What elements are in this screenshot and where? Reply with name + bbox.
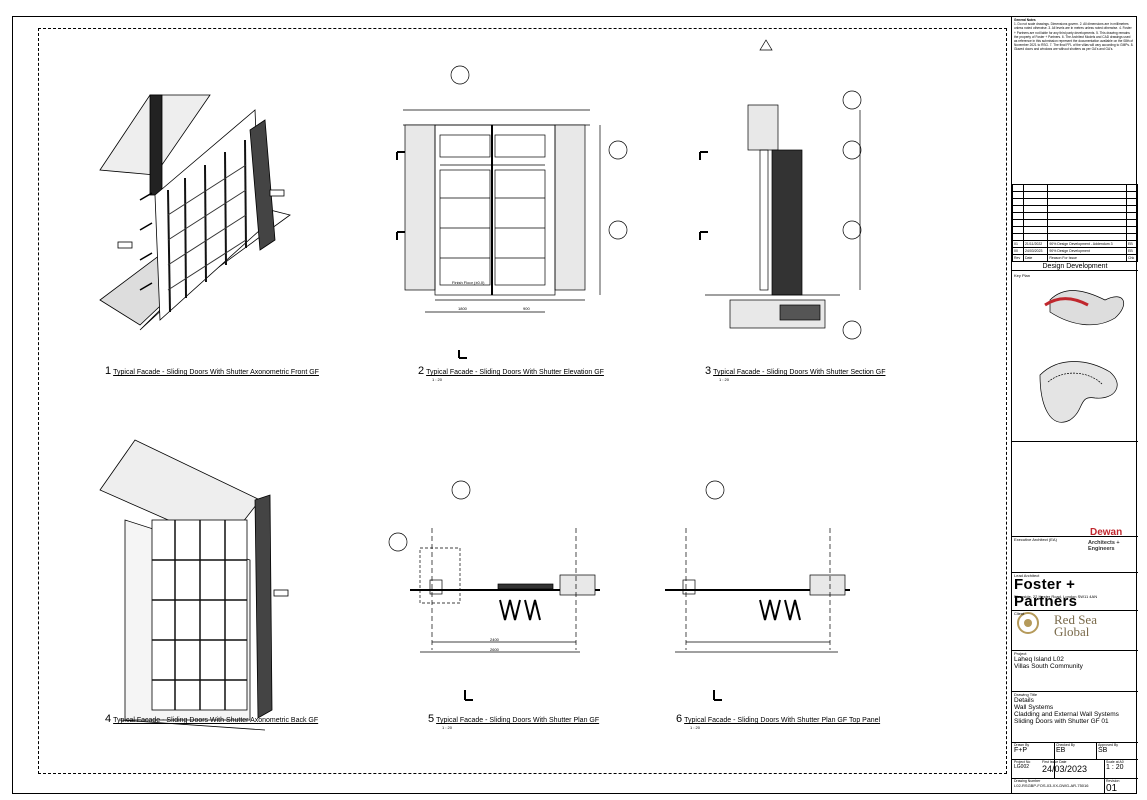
- caption-number: 5: [428, 713, 435, 725]
- drawing-5-plan: [388, 480, 600, 701]
- divider: [1012, 742, 1138, 743]
- drawing-6-plan-top: [665, 480, 850, 701]
- project-name: Laheq Island L02 Villas South Community: [1014, 656, 1083, 670]
- caption-number: 6: [676, 713, 683, 725]
- foster-address: Riverside, 22 Hester Road, London SW11 4…: [1014, 594, 1098, 599]
- divider: [1012, 691, 1138, 692]
- revision-table: 01 21/11/2022 90% Design Development - A…: [1012, 184, 1138, 262]
- drawing-title: Details Wall Systems Cladding and Extern…: [1014, 697, 1119, 725]
- caption-number: 3: [705, 365, 712, 377]
- drawing-2-elevation: [396, 65, 628, 359]
- caption-title: Typical Facade - Sliding Doors With Shut…: [426, 369, 604, 376]
- executive-architect-label: Executive Architect (EA): [1014, 537, 1057, 542]
- revision-row: 01 21/11/2022 90% Design Development - A…: [1012, 240, 1138, 248]
- divider: [1012, 759, 1138, 760]
- caption-scale: 1 : 20: [719, 377, 730, 382]
- caption-number: 1: [105, 365, 112, 377]
- north-arrow-icon: [759, 39, 773, 51]
- drawing-frame: [38, 28, 1007, 774]
- caption-scale: 1 : 20: [690, 725, 701, 730]
- drawing-title-label: Drawing Title: [1014, 692, 1038, 697]
- dim-2600: 2600: [490, 647, 499, 652]
- revision-header-row: Rev Date Reason For Issue Chk: [1012, 254, 1138, 262]
- dim-900: 900: [523, 306, 530, 311]
- key-plan-map: [1039, 290, 1125, 423]
- divider: [1012, 650, 1138, 651]
- caption-title: Typical Facade - Sliding Doors With Shut…: [436, 717, 600, 724]
- drawing-4-axonometric-back: [99, 439, 289, 731]
- title-block: General Notes 1. Do not scale drawings. …: [1011, 16, 1138, 794]
- caption-title: Typical Facade - Sliding Doors With Shut…: [684, 717, 881, 724]
- drawing-1-axonometric-front: [99, 94, 291, 331]
- caption-number: 2: [418, 365, 425, 377]
- lead-architect-label: Lead Architect: [1014, 573, 1040, 578]
- divider: [1012, 536, 1138, 537]
- project-label: Project: [1014, 651, 1027, 656]
- caption-scale: 1 : 20: [432, 377, 443, 382]
- drawing-3-section: [699, 90, 862, 340]
- divider: [1096, 742, 1097, 759]
- divider: [1012, 441, 1138, 442]
- key-plan-label: Key Plan: [1014, 273, 1031, 278]
- divider: [1012, 572, 1138, 573]
- client-logo-text: Red Sea Global: [1054, 612, 1097, 639]
- sheet-border: [12, 16, 1137, 794]
- foster-partners-logo: Foster + Partners: [1014, 576, 1078, 610]
- client-name-line: Red Sea: [1054, 612, 1097, 627]
- caption-scale: 1 : 20: [442, 725, 453, 730]
- divider: [1012, 610, 1138, 611]
- general-notes-text: 1. Do not scale drawings. Dimensions gov…: [1014, 22, 1134, 52]
- client-name-line: Global: [1054, 624, 1090, 639]
- general-notes-heading: General Notes: [1014, 18, 1036, 22]
- stage-label: Design Development: [1012, 263, 1138, 271]
- general-notes: General Notes 1. Do not scale drawings. …: [1014, 18, 1134, 52]
- red-sea-global-logo-icon: [1017, 612, 1039, 634]
- finish-floor-label: Finish Floor (±0.0): [452, 280, 485, 285]
- divider: [1012, 778, 1138, 779]
- dewan-logo: Dewan: [1090, 527, 1123, 538]
- client-label: Client: [1014, 611, 1025, 616]
- caption-title: Typical Facade - Sliding Doors With Shut…: [713, 369, 886, 376]
- dewan-subtitle: Architects + Engineers: [1088, 540, 1120, 552]
- caption-number: 4: [105, 713, 112, 725]
- dim-2400: 2400: [490, 637, 499, 642]
- dim-1800: 1800: [458, 306, 467, 311]
- caption-title: Typical Facade - Sliding Doors With Shut…: [113, 369, 319, 376]
- divider: [1054, 742, 1055, 778]
- caption-title: Typical Facade - Sliding Doors With Shut…: [113, 717, 319, 724]
- revision-row: 00 24/03/2023 90% Design Development EB: [1012, 247, 1138, 255]
- divider: [1104, 759, 1105, 794]
